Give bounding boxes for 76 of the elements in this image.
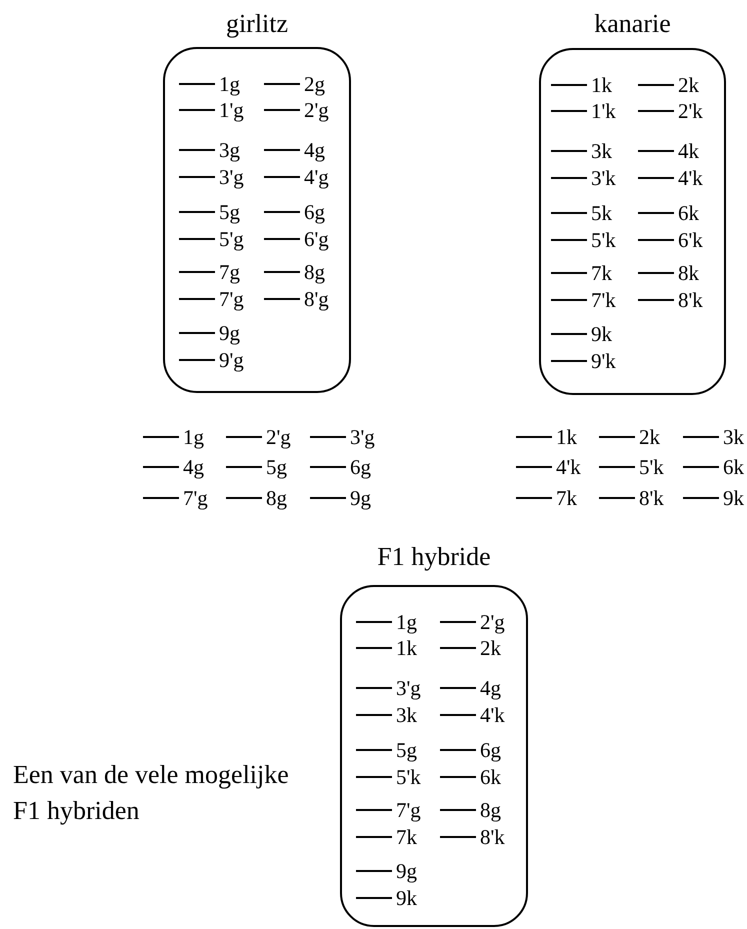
- gene-label: 5'k: [591, 228, 616, 252]
- gene-label: 4g: [480, 676, 501, 700]
- gene-label: 3g: [219, 138, 240, 162]
- gene-label: 1'k: [591, 98, 616, 124]
- gene-label: 5g: [219, 200, 240, 224]
- gene-label: 7'k: [591, 288, 616, 312]
- gene-label: 8'k: [678, 288, 703, 312]
- gene-label: 1k: [396, 636, 417, 660]
- gene-label: 3k: [396, 702, 417, 728]
- gene-label: 4'k: [480, 702, 505, 728]
- gene-label: 2'g: [480, 610, 505, 634]
- gene-label: 9'g: [219, 348, 244, 372]
- gene-label: 1k: [556, 424, 577, 450]
- gene-label: 4g: [304, 138, 325, 162]
- gene-label: 2k: [480, 636, 501, 660]
- gene-label: 9g: [350, 486, 371, 510]
- gene-label: 2'g: [266, 424, 291, 450]
- gene-label: 9k: [396, 886, 417, 910]
- gene-label: 3'g: [219, 164, 244, 190]
- box-heading: girlitz: [226, 9, 288, 38]
- gene-label: 2k: [678, 72, 699, 98]
- gene-label: 7'g: [183, 486, 208, 510]
- gene-label: 3'g: [396, 676, 421, 700]
- gene-label: 9'k: [591, 348, 616, 374]
- gene-label: 2'k: [678, 98, 703, 124]
- gene-label: 9k: [723, 486, 744, 510]
- gene-label: 8g: [304, 260, 325, 284]
- box-heading: F1 hybride: [377, 542, 491, 571]
- gene-label: 7k: [556, 486, 577, 510]
- gene-label: 3k: [723, 424, 744, 450]
- gene-label: 4g: [183, 454, 204, 480]
- gene-label: 5g: [396, 738, 417, 762]
- gene-label: 6k: [480, 764, 501, 790]
- gene-label: 2g: [304, 72, 325, 96]
- gene-label: 6k: [678, 200, 699, 226]
- gene-label: 8'g: [304, 286, 329, 312]
- gene-label: 3'k: [591, 166, 616, 190]
- gene-label: 1g: [396, 610, 417, 634]
- gene-label: 1g: [183, 424, 204, 450]
- gene-label: 7'g: [219, 286, 244, 312]
- gene-label: 3k: [591, 138, 612, 164]
- gene-label: 6g: [350, 454, 371, 480]
- gene-label: 2'g: [304, 98, 329, 122]
- gene-label: 3'g: [350, 424, 375, 450]
- gene-label: 7'g: [396, 798, 421, 822]
- gene-label: 8g: [266, 486, 287, 510]
- gene-label: 4'k: [556, 454, 581, 480]
- gene-label: 7k: [591, 260, 612, 286]
- gene-label: 6g: [480, 738, 501, 762]
- gene-label: 5k: [591, 200, 612, 226]
- box-heading: kanarie: [594, 9, 671, 38]
- gene-label: 1g: [219, 72, 240, 96]
- gene-label: 1k: [591, 72, 612, 98]
- gene-label: 8k: [678, 260, 699, 286]
- gene-label: 9g: [219, 320, 240, 346]
- gene-label: 5'g: [219, 226, 244, 252]
- gene-label: 5'k: [396, 764, 421, 790]
- gene-label: 7g: [219, 260, 240, 284]
- gene-label: 9k: [591, 322, 612, 346]
- gene-label: 6'k: [678, 228, 703, 252]
- gene-label: 4k: [678, 138, 699, 164]
- gene-label: 8'k: [639, 486, 664, 510]
- gene-label: 5'k: [639, 454, 664, 480]
- gene-label: 9g: [396, 858, 417, 884]
- gene-label: 8'k: [480, 824, 505, 850]
- gene-label: 6g: [304, 200, 325, 224]
- gene-label: 7k: [396, 824, 417, 850]
- side-note: Een van de vele mogelijke F1 hybriden: [13, 759, 290, 827]
- gene-label: 2k: [639, 424, 660, 450]
- gene-label: 6k: [723, 454, 744, 480]
- gene-label: 6'g: [304, 226, 329, 252]
- gene-label: 5g: [266, 454, 287, 480]
- gene-label: 8g: [480, 798, 501, 822]
- gene-label: 4'g: [304, 164, 329, 190]
- gene-label: 4'k: [678, 166, 703, 190]
- gene-label: 1'g: [219, 98, 244, 122]
